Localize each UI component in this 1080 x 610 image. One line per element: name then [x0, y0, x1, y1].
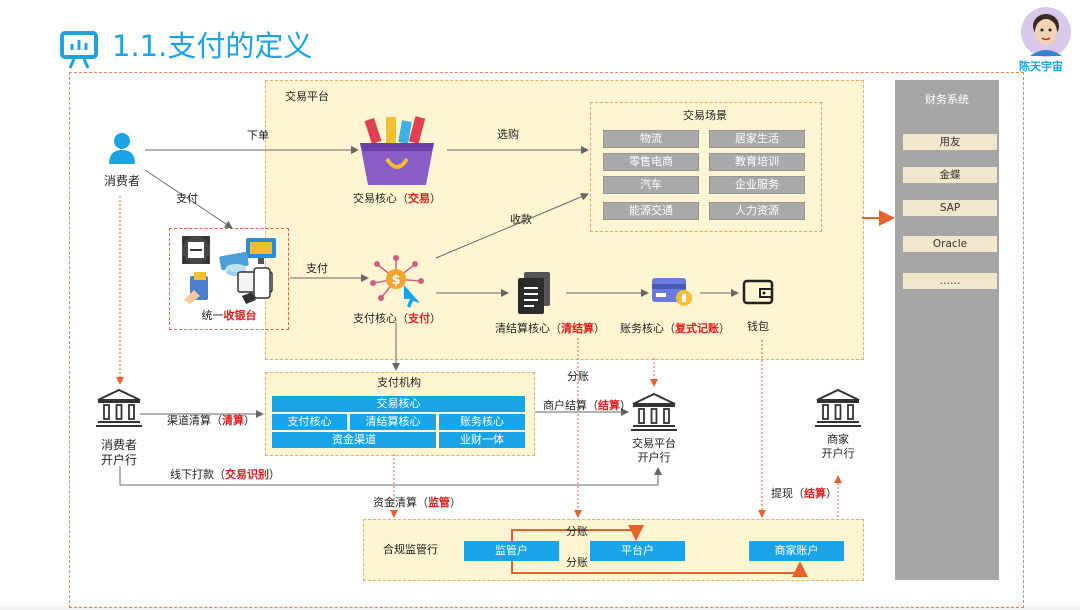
platform-account: 平台户 — [590, 541, 685, 561]
page-title: 1.1.支付的定义 — [112, 29, 313, 63]
scene-item: 人力资源 — [709, 202, 805, 220]
bank-icon — [96, 388, 142, 427]
svg-text:$: $ — [391, 273, 400, 288]
pi-pay-core: 支付核心 — [272, 414, 347, 430]
avatar — [1021, 7, 1071, 57]
pi-fund-channel: 资金渠道 — [272, 432, 436, 448]
scene-item: 居家生活 — [709, 130, 805, 148]
bank-icon — [631, 392, 677, 431]
trade-platform-label: 交易平台 — [285, 90, 329, 103]
label-channel-clearing: 渠道清算（清算） — [167, 414, 255, 427]
cashier-devices-icon — [182, 236, 276, 304]
merchant-bank-label: 商家开户行 — [821, 433, 855, 460]
label-offline-payment: 线下打款（交易识别） — [170, 468, 280, 481]
label-split: 分账 — [566, 556, 588, 569]
credit-card-icon — [652, 278, 692, 306]
platform-bank-label: 交易平台开户行 — [632, 437, 676, 464]
chart-presentation-icon — [60, 31, 98, 69]
scene-item: 汽车 — [603, 176, 699, 194]
payment-gear-icon: $ — [370, 255, 424, 308]
core-clearing-label: 清结算核心（清结算） — [495, 322, 605, 335]
pi-accounting-core: 账务核心 — [439, 414, 525, 430]
scene-item: 能源交通 — [603, 202, 699, 220]
supervision-account: 监管户 — [464, 541, 559, 561]
cashier-label: 统一收银台 — [201, 309, 257, 322]
core-accounting-label: 账务核心（复式记账） — [620, 322, 730, 335]
label-merchant-settlement: 商户结算（结算） — [543, 399, 631, 412]
merchant-account: 商家账户 — [749, 541, 844, 561]
finance-item: SAP — [903, 200, 997, 216]
scene-item: 物流 — [603, 130, 699, 148]
consumer-bank-label: 消费者开户行 — [100, 438, 137, 467]
label-pay-core: 支付 — [306, 262, 328, 275]
label-fund-clearing: 资金清算（监管） — [373, 496, 461, 509]
core-pay-label: 支付核心（支付） — [353, 312, 441, 325]
label-split: 分账 — [567, 370, 589, 383]
wallet-label: 钱包 — [747, 320, 769, 333]
pi-trade-core: 交易核心 — [272, 396, 525, 412]
document-stack-icon — [518, 272, 550, 314]
scene-item: 零售电商 — [603, 153, 699, 171]
finance-system-title: 财务系统 — [925, 93, 969, 106]
core-trade-label: 交易核心（交易） — [353, 192, 441, 205]
trade-scenes-box — [590, 102, 822, 232]
pi-biz-fin: 业财一体 — [439, 432, 525, 448]
avatar-caption: 陈天宇宙 — [1019, 60, 1063, 73]
label-pay-user: 支付 — [176, 192, 198, 205]
bank-icon — [815, 388, 861, 427]
finance-item: 金蝶 — [903, 167, 997, 183]
label-browse: 选购 — [497, 128, 519, 141]
scene-item: 企业服务 — [709, 176, 805, 194]
trade-scenes-title: 交易场景 — [683, 109, 727, 122]
consumer-label: 消费者 — [103, 174, 140, 188]
label-collect: 收款 — [510, 213, 532, 226]
scene-item: 教育培训 — [709, 153, 805, 171]
finance-system-panel — [895, 80, 999, 580]
label-split: 分账 — [566, 525, 588, 538]
finance-item: Oracle — [903, 236, 997, 252]
trade-platform-panel — [265, 80, 864, 360]
outer-frame — [69, 72, 1024, 608]
label-order: 下单 — [247, 129, 269, 142]
user-icon — [109, 133, 135, 164]
regulated-bank-label: 合规监管行 — [383, 543, 438, 556]
label-withdraw: 提现（结算） — [771, 487, 837, 500]
wallet-icon — [742, 279, 774, 305]
shopping-bag-icon — [360, 116, 434, 185]
finance-item: 用友 — [903, 134, 997, 150]
payment-institution-title: 支付机构 — [377, 376, 421, 389]
pi-clearing-core: 清结算核心 — [350, 414, 436, 430]
finance-item: …… — [903, 273, 997, 289]
